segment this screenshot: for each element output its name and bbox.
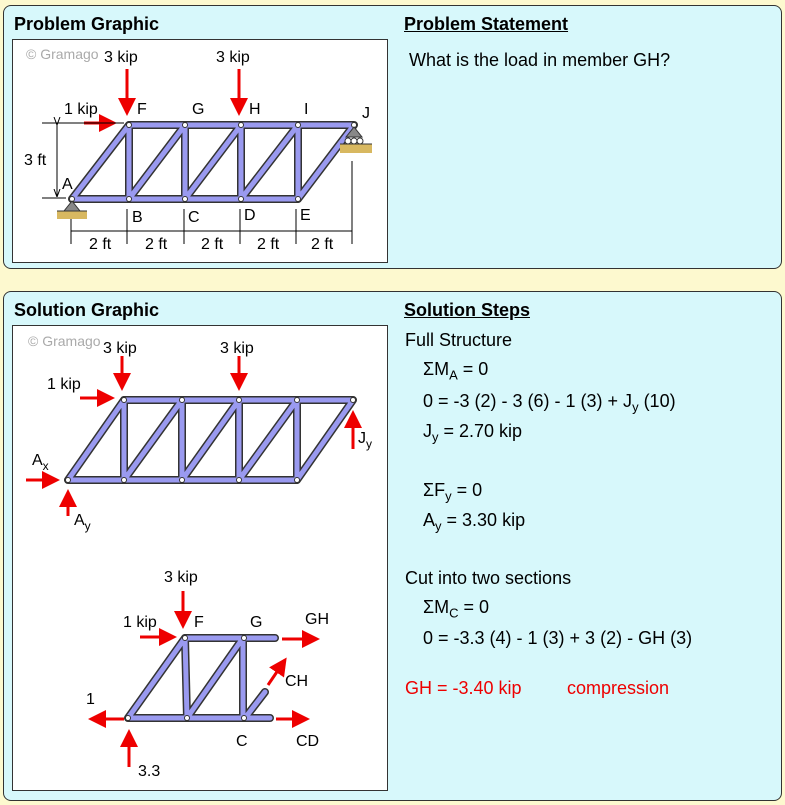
problem-graphic: © Gramago 3 kip 3 kip 1 kip A B C D E F … xyxy=(12,39,388,263)
section-f-load-label: 3 kip xyxy=(164,569,198,586)
horizontal-load-label: 1 kip xyxy=(64,101,98,118)
joint-label-h: H xyxy=(249,101,261,118)
watermark: © Gramago xyxy=(28,333,101,349)
step-jy: Jy = 2.70 kip xyxy=(423,421,523,445)
span-dimension: 2 ft xyxy=(311,236,334,253)
pin-support xyxy=(57,200,87,219)
joint-label-j: J xyxy=(362,105,370,122)
joint-label-d: D xyxy=(244,207,256,224)
span-dimension: 2 ft xyxy=(201,236,224,253)
ch-force-label: CH xyxy=(285,673,308,690)
ax-label: Ax xyxy=(32,452,49,473)
dimension-lines xyxy=(42,123,353,244)
answer-type: compression xyxy=(567,678,670,698)
cd-force-label: CD xyxy=(296,733,319,750)
truss-members xyxy=(68,121,358,203)
joint-label-c: C xyxy=(188,209,200,226)
joint-label-f: F xyxy=(194,614,204,631)
full-truss xyxy=(64,396,357,484)
span-dimension: 2 ft xyxy=(257,236,280,253)
joint-label-e: E xyxy=(300,207,311,224)
problem-statement-title: Problem Statement xyxy=(404,14,569,34)
h-load-label: 3 kip xyxy=(220,340,254,357)
section-truss xyxy=(124,634,279,722)
solution-graphic: © Gramago 3 kip 3 kip 1 kip Ax Ay Jy 3 k… xyxy=(12,325,388,791)
solution-panel: Solution Graphic Solution Steps © Gramag… xyxy=(3,291,782,801)
joint-label-g: G xyxy=(192,101,204,118)
reaction-y-label: 3.3 xyxy=(138,763,160,780)
span-dimension: 2 ft xyxy=(89,236,112,253)
span-dimension: 2 ft xyxy=(145,236,168,253)
ay-label: Ay xyxy=(74,512,91,533)
solution-steps-title: Solution Steps xyxy=(404,300,530,320)
solution-graphic-title: Solution Graphic xyxy=(14,300,160,320)
step-heading-full: Full Structure xyxy=(405,330,513,350)
section-horizontal-load-label: 1 kip xyxy=(123,614,157,631)
f-load-label: 3 kip xyxy=(103,340,137,357)
jy-label: Jy xyxy=(358,430,372,451)
step-sum-fy: ΣFy = 0 xyxy=(423,480,483,504)
problem-panel: Problem Graphic Problem Statement What i… xyxy=(3,5,782,269)
horizontal-load-label: 1 kip xyxy=(47,376,81,393)
gh-force-label: GH xyxy=(305,611,329,628)
watermark: © Gramago xyxy=(26,46,99,62)
joint-label-c: C xyxy=(236,733,248,750)
joint-label-g: G xyxy=(250,614,262,631)
step-moment-a: ΣMA = 0 xyxy=(423,359,489,383)
truss-diagram: © Gramago 3 kip 3 kip 1 kip A B C D E F … xyxy=(24,46,372,253)
h-load-label: 3 kip xyxy=(216,49,250,66)
section-force-arrows xyxy=(88,591,320,767)
problem-statement: What is the load in member GH? xyxy=(409,50,671,70)
problem-graphic-title: Problem Graphic xyxy=(14,14,160,34)
free-body-diagrams: © Gramago 3 kip 3 kip 1 kip Ax Ay Jy 3 k… xyxy=(26,333,372,780)
joint-label-i: I xyxy=(304,101,308,118)
load-arrows xyxy=(84,69,248,132)
step-heading-cut: Cut into two sections xyxy=(405,568,572,588)
step-ay: Ay = 3.30 kip xyxy=(423,510,526,534)
joint-label-a: A xyxy=(62,176,73,193)
step-moment-equation: 0 = -3 (2) - 3 (6) - 1 (3) + Jy (10) xyxy=(423,391,676,415)
answer: GH = -3.40 kip xyxy=(405,678,522,698)
roller-support xyxy=(340,126,372,153)
full-force-arrows xyxy=(26,356,362,516)
reaction-x-label: 1 xyxy=(86,691,95,708)
joint-label-b: B xyxy=(132,209,143,226)
joint-label-f: F xyxy=(137,101,147,118)
step-moment-c-equation: 0 = -3.3 (4) - 1 (3) + 3 (2) - GH (3) xyxy=(423,628,693,648)
height-dimension: 3 ft xyxy=(24,152,47,169)
step-moment-c: ΣMC = 0 xyxy=(423,597,490,621)
f-load-label: 3 kip xyxy=(104,49,138,66)
